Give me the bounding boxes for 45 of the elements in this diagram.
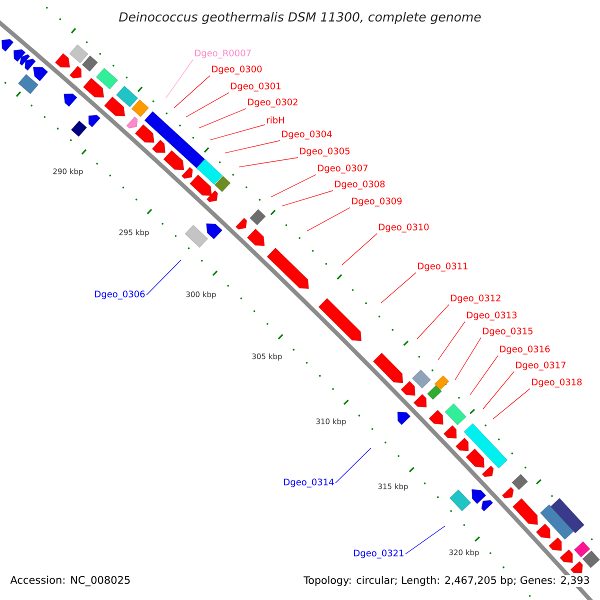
leader-line [210, 124, 266, 140]
gene-label: Dgeo_0313 [467, 312, 517, 320]
leader-line [492, 388, 530, 420]
gene-label: Dgeo_0314 [284, 478, 334, 488]
leader-line [270, 174, 316, 198]
gene-label: Dgeo_0310 [379, 224, 429, 232]
gene-label: Dgeo_0305 [300, 148, 350, 156]
leader-line [416, 304, 450, 340]
leader-line [166, 59, 194, 98]
leader-line [146, 260, 182, 296]
leader-line [198, 108, 246, 128]
leader-line [306, 207, 350, 232]
leader-line [174, 75, 210, 108]
gene-label: Dgeo_0316 [500, 346, 550, 354]
leader-line [335, 448, 372, 484]
leader-line [186, 92, 230, 118]
leader-line [380, 272, 416, 304]
gene-label: Dgeo_0308 [335, 180, 385, 190]
leader-line [238, 157, 298, 168]
gene-label: Dgeo_R0007 [195, 50, 251, 58]
leader-line [454, 337, 482, 380]
gene-label: Dgeo_0311 [418, 262, 468, 272]
gene-label: Dgeo_0318 [532, 378, 582, 388]
gene-label: Dgeo_0321 [354, 550, 404, 558]
leader-line [282, 190, 334, 206]
gene-label: Dgeo_0315 [483, 328, 532, 336]
leader-line [405, 526, 446, 554]
gene-label: Dgeo_0309 [352, 198, 402, 206]
gene-label: Dgeo_0304 [282, 130, 332, 140]
accession-text: Accession: NC_008025 [9, 574, 132, 588]
gene-label: Dgeo_0302 [248, 98, 298, 108]
leader-line [342, 233, 378, 266]
gene-label: Dgeo_0307 [318, 164, 368, 174]
gene-label: Dgeo_0300 [212, 66, 262, 74]
title: Deinococcus geothermalis DSM 11300, complete genome [119, 12, 481, 24]
gene-label: Dgeo_0317 [516, 362, 566, 370]
gene-label: ribH [267, 116, 284, 124]
gene-label: Dgeo_0312 [451, 294, 500, 304]
leader-line [470, 355, 498, 396]
gene-label: Dgeo_0301 [231, 82, 280, 92]
leader-line [438, 321, 466, 360]
leader-line [224, 140, 280, 154]
genome-summary-text: Topology: circular; Length: 2,467,205 bp; Genes: 2,393 [302, 575, 591, 587]
gene-label: Dgeo_0306 [95, 290, 145, 300]
leader-line [482, 371, 514, 410]
